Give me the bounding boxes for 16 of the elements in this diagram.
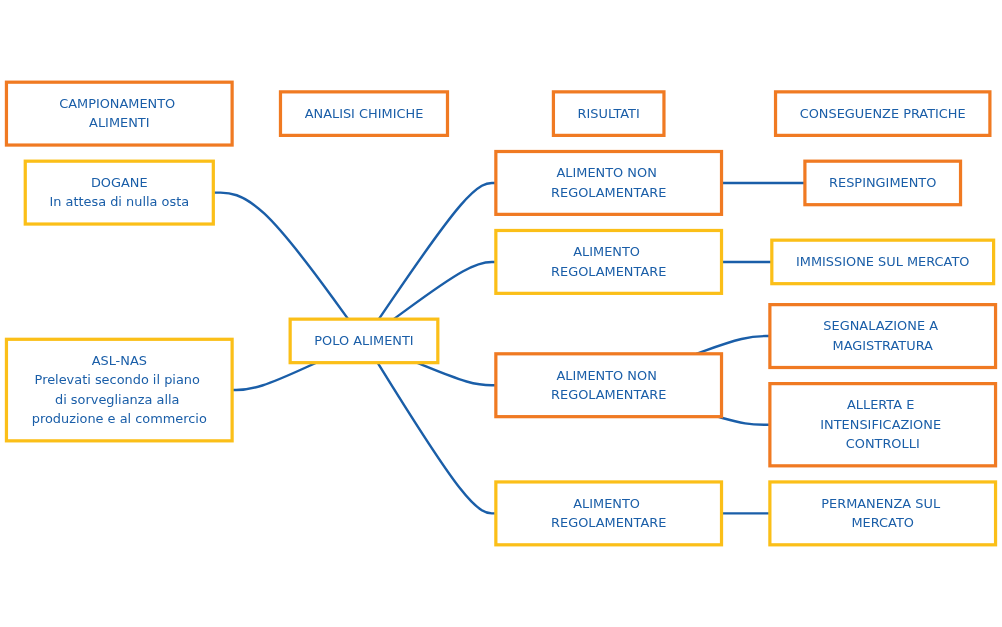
node-box: ALLERTA E INTENSIFICAZIONE CONTROLLI	[768, 382, 998, 468]
node-box: ALIMENTO NON REGOLAMENTARE	[494, 149, 724, 216]
node-box: ALIMENTO REGOLAMENTARE	[494, 228, 724, 295]
node-box: RISULTATI	[551, 90, 666, 137]
node-box: SEGNALAZIONE A MAGISTRATURA	[768, 303, 998, 370]
node-box: RESPINGIMENTO	[803, 159, 963, 207]
node-box: POLO ALIMENTI	[288, 317, 440, 365]
node-box: CONSEGUENZE PRATICHE	[773, 90, 992, 137]
node-box: DOGANE In attesa di nulla osta	[23, 159, 215, 226]
node-box: ANALISI CHIMICHE	[278, 90, 450, 137]
node-box: CAMPIONAMENTO ALIMENTI	[4, 80, 234, 147]
node-box: ASL-NAS Prelevati secondo il piano di sorveglianza alla produzione e al commercio	[4, 337, 234, 443]
node-box: IMMISSIONE SUL MERCATO	[770, 238, 996, 286]
node-box: ALIMENTO NON REGOLAMENTARE	[494, 352, 724, 419]
node-box: ALIMENTO REGOLAMENTARE	[494, 480, 724, 547]
node-box: PERMANENZA SUL MERCATO	[768, 480, 998, 547]
